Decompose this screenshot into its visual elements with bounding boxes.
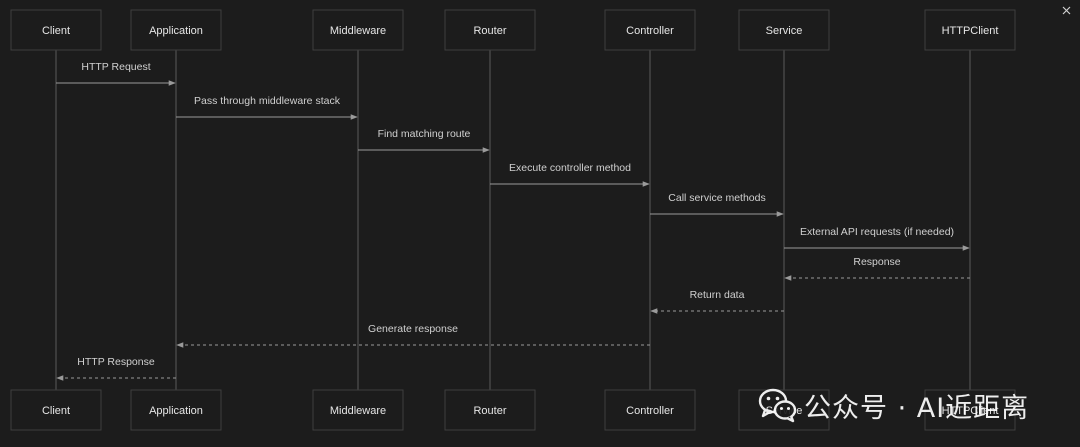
participant-box [444,9,536,51]
participant-box [130,389,222,431]
participant-box [10,9,102,51]
participant-box [312,389,404,431]
participant-box [738,9,830,51]
message-8: Return data [650,289,784,314]
participant-label: Middleware [330,405,386,417]
participant-service-top: Service [738,9,830,51]
message-9: Generate response [176,323,650,348]
message-4: Execute controller method [490,162,650,187]
participant-box [312,9,404,51]
message-label: HTTP Response [77,356,155,368]
lifelines [55,50,971,390]
close-button[interactable] [1058,2,1074,18]
participant-application-top: Application [130,9,222,51]
participant-label: Client [42,25,70,37]
participant-application-bottom: Application [130,389,222,431]
message-1: HTTP Request [56,61,176,86]
participant-label: Router [473,405,506,417]
participant-label: Service [766,405,803,417]
participant-controller-top: Controller [604,9,696,51]
message-label: Generate response [368,323,458,335]
participant-label: Router [473,25,506,37]
participant-label: Service [766,25,803,37]
participant-label: Controller [626,405,674,417]
participant-box [924,389,1016,431]
participant-label: HTTPClient [942,25,999,37]
participant-box [130,9,222,51]
participant-client-bottom: Client [10,389,102,431]
participant-row-top: Client Application Middleware Router Control… [10,9,1016,51]
participant-label: HTTPClient [942,405,999,417]
close-icon [1062,6,1070,14]
message-label: Response [853,256,900,268]
message-5: Call service methods [650,192,784,217]
participant-label: Client [42,405,70,417]
participant-middleware-top: Middleware [312,9,404,51]
participant-router-top: Router [444,9,536,51]
message-label: Call service methods [668,192,765,204]
message-2: Pass through middleware stack [176,95,358,120]
message-label: Pass through middleware stack [194,95,341,107]
participant-controller-bottom: Controller [604,389,696,431]
participant-httpclient-bottom: HTTPClient [924,389,1016,431]
message-6: External API requests (if needed) [784,226,970,251]
participant-box [604,389,696,431]
participant-box [444,389,536,431]
participant-box [924,9,1016,51]
message-label: Find matching route [378,128,471,140]
message-3: Find matching route [358,128,490,153]
message-label: HTTP Request [81,61,150,73]
participant-row-bottom: Client Application Middleware Router Control… [10,389,1016,431]
participant-service-bottom: Service [738,389,830,431]
participant-httpclient-top: HTTPClient [924,9,1016,51]
participant-middleware-bottom: Middleware [312,389,404,431]
message-label: Execute controller method [509,162,631,174]
participant-label: Middleware [330,25,386,37]
message-7: Response [784,256,970,281]
participant-box [604,9,696,51]
participant-label: Application [149,405,203,417]
message-label: Return data [690,289,745,301]
participant-router-bottom: Router [444,389,536,431]
participant-box [10,389,102,431]
participant-client-top: Client [10,9,102,51]
participant-label: Application [149,25,203,37]
participant-label: Controller [626,25,674,37]
message-label: External API requests (if needed) [800,226,954,238]
message-10: HTTP Response [56,356,176,381]
